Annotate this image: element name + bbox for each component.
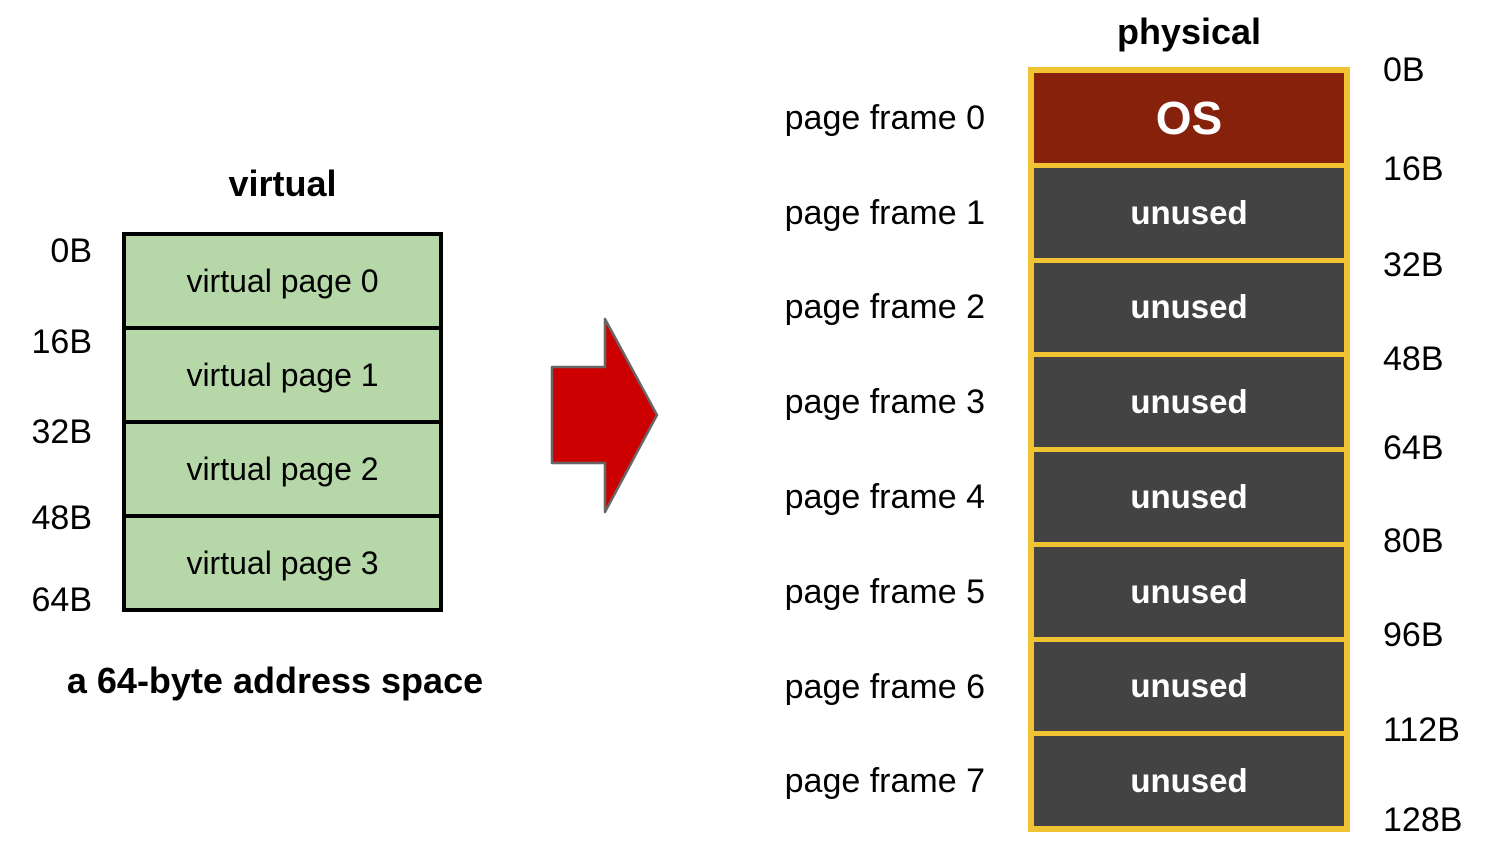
page-frame-block: unused (1034, 736, 1344, 826)
virtual-page-label: virtual page 1 (186, 356, 379, 393)
virtual-address-label: 16B (31, 323, 93, 361)
physical-address-label: 48B (1383, 340, 1444, 378)
page-frame-block: unused (1034, 546, 1344, 637)
page-frame-label: page frame 1 (784, 194, 985, 232)
physical-address-label: 32B (1383, 246, 1444, 284)
physical-address-label: 0B (1383, 51, 1425, 89)
virtual-title: virtual (228, 163, 337, 204)
virtual-page-label: virtual page 3 (186, 544, 379, 581)
page-frame-block-os: OS (1034, 73, 1344, 163)
virtual-page-cell: virtual page 3 (126, 514, 439, 608)
virtual-page-label: virtual page 0 (186, 262, 379, 299)
page-frame-block: unused (1034, 452, 1344, 542)
virtual-address-label: 48B (31, 499, 93, 537)
physical-address-label: 128B (1383, 801, 1463, 839)
page-frame-block: unused (1034, 167, 1344, 258)
virtual-page-cell: virtual page 0 (126, 236, 439, 326)
page-frame-label: page frame 0 (784, 99, 985, 137)
page-frame-label: page frame 4 (784, 478, 985, 516)
physical-address-label: 64B (1383, 429, 1444, 467)
physical-address-label: 96B (1383, 616, 1444, 654)
page-frame-label: page frame 7 (784, 762, 985, 800)
right-arrow-icon (550, 317, 659, 514)
physical-address-label: 80B (1383, 522, 1444, 560)
virtual-address-label: 32B (31, 413, 93, 451)
page-frame-label: page frame 3 (784, 383, 985, 421)
page-frame-label: page frame 2 (784, 288, 985, 326)
physical-address-label: 16B (1383, 150, 1444, 188)
page-frame-block: unused (1034, 641, 1344, 732)
page-frame-label: page frame 5 (784, 573, 985, 611)
virtual-page-cell: virtual page 2 (126, 420, 439, 514)
virtual-page-cell: virtual page 1 (126, 326, 439, 420)
virtual-address-label: 0B (50, 232, 92, 270)
virtual-address-label: 64B (31, 581, 93, 619)
physical-memory-column: OS unused unused unused unused unused un… (1028, 67, 1350, 832)
virtual-address-space: virtual page 0 virtual page 1 virtual pa… (122, 232, 443, 612)
page-frame-block: unused (1034, 357, 1344, 447)
page-frame-block: unused (1034, 262, 1344, 353)
physical-address-label: 112B (1383, 711, 1460, 749)
physical-title: physical (1116, 11, 1262, 52)
address-space-caption: a 64-byte address space (66, 660, 484, 701)
page-frame-label: page frame 6 (784, 668, 985, 706)
virtual-page-label: virtual page 2 (186, 450, 379, 487)
